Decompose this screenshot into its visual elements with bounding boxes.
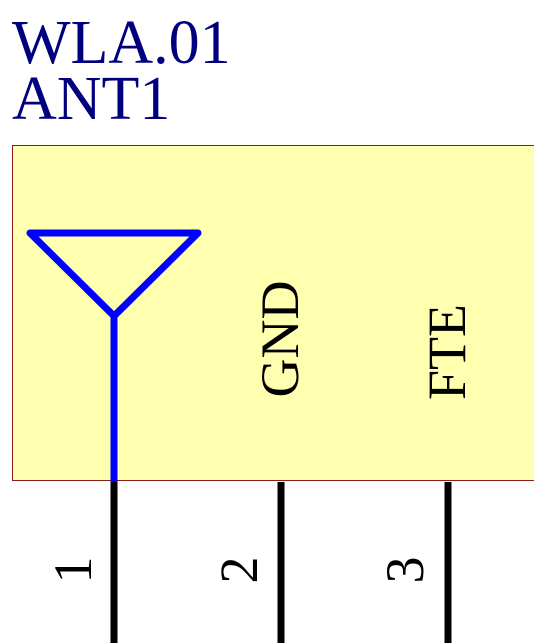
pin-2-number: 2 — [209, 556, 269, 584]
antenna-icon — [26, 229, 202, 482]
component-value: ANT1 — [12, 65, 171, 133]
component-designator: WLA.01 — [12, 9, 231, 77]
pin-1-number: 1 — [43, 556, 103, 584]
pin-2-name: GND — [250, 280, 310, 398]
pin-3-name: FTE — [417, 304, 477, 401]
component-body[interactable] — [12, 145, 534, 481]
pin-3-number: 3 — [375, 556, 435, 584]
antenna-triangle — [26, 229, 202, 320]
